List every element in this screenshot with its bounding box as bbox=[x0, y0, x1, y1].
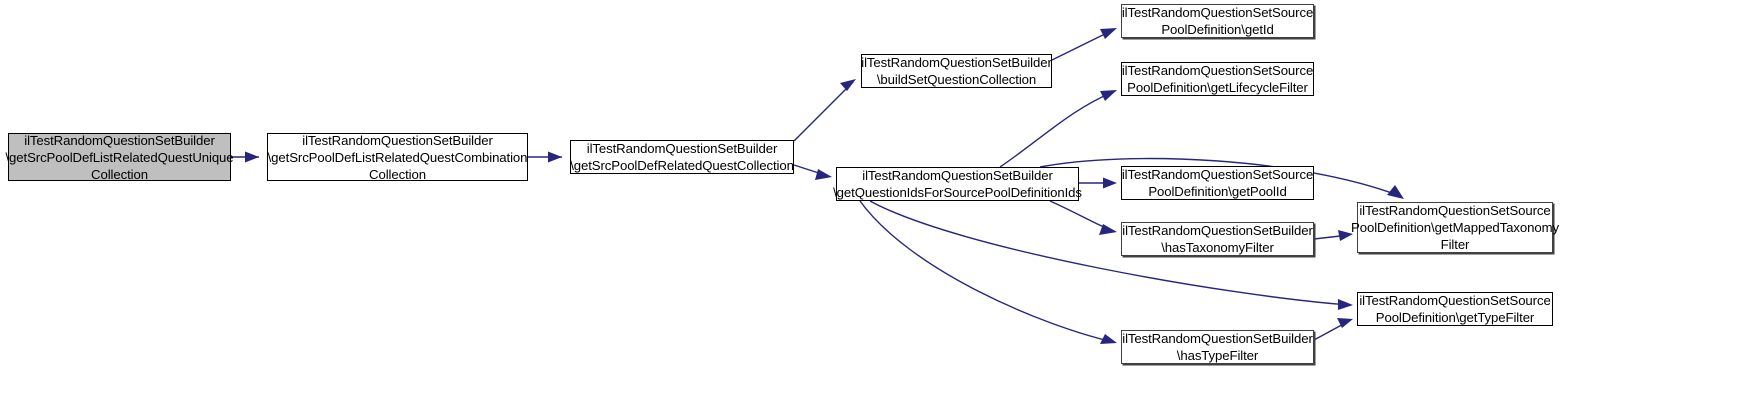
call-edge bbox=[1049, 200, 1117, 235]
graph-node[interactable]: ilTestRandomQuestionSetSource PoolDefini… bbox=[1357, 292, 1553, 326]
arrowhead-icon bbox=[1100, 90, 1117, 101]
graph-node[interactable]: ilTestRandomQuestionSetBuilder \getSrcPo… bbox=[5, 132, 234, 182]
arrowhead-icon bbox=[1099, 224, 1117, 235]
arrowhead-icon bbox=[1387, 185, 1404, 199]
graph-node[interactable]: ilTestRandomQuestionSetBuilder \hasTypeF… bbox=[1121, 330, 1314, 364]
graph-node[interactable]: ilTestRandomQuestionSetBuilder \getQuest… bbox=[833, 167, 1082, 201]
arrowhead-icon bbox=[1338, 230, 1353, 241]
call-edge bbox=[859, 200, 1117, 344]
call-edge bbox=[1313, 318, 1353, 341]
arrowhead-icon bbox=[1100, 28, 1117, 39]
call-edge bbox=[793, 164, 832, 180]
graph-node[interactable]: ilTestRandomQuestionSetBuilder \getSrcPo… bbox=[570, 140, 794, 174]
graph-node[interactable]: ilTestRandomQuestionSetSource PoolDefini… bbox=[1351, 202, 1559, 253]
arrowhead-icon bbox=[245, 151, 259, 163]
arrowhead-icon bbox=[1100, 334, 1117, 344]
call-edge bbox=[528, 151, 562, 163]
arrowhead-icon bbox=[840, 79, 856, 91]
arrowhead-icon bbox=[1338, 299, 1353, 310]
call-edge bbox=[793, 79, 856, 142]
graph-node[interactable]: ilTestRandomQuestionSetSource PoolDefini… bbox=[1121, 166, 1314, 200]
arrowhead-icon bbox=[1103, 177, 1117, 189]
call-edge bbox=[231, 151, 259, 163]
call-edge bbox=[1079, 177, 1117, 189]
call-edge bbox=[1039, 157, 1404, 199]
graph-node[interactable]: ilTestRandomQuestionSetSource PoolDefini… bbox=[1121, 62, 1314, 96]
call-edge bbox=[1051, 28, 1117, 61]
call-edge bbox=[999, 90, 1117, 168]
graph-node[interactable]: ilTestRandomQuestionSetBuilder \hasTaxon… bbox=[1121, 222, 1314, 256]
call-edge bbox=[1313, 230, 1353, 241]
arrowhead-icon bbox=[1337, 318, 1353, 328]
arrowhead-icon bbox=[815, 169, 832, 180]
graph-node[interactable]: ilTestRandomQuestionSetBuilder \getSrcPo… bbox=[267, 132, 528, 182]
arrowhead-icon bbox=[548, 151, 562, 163]
graph-node[interactable]: ilTestRandomQuestionSetSource PoolDefini… bbox=[1121, 4, 1314, 38]
call-edge bbox=[869, 200, 1353, 310]
graph-node[interactable]: ilTestRandomQuestionSetBuilder \buildSet… bbox=[861, 54, 1052, 88]
